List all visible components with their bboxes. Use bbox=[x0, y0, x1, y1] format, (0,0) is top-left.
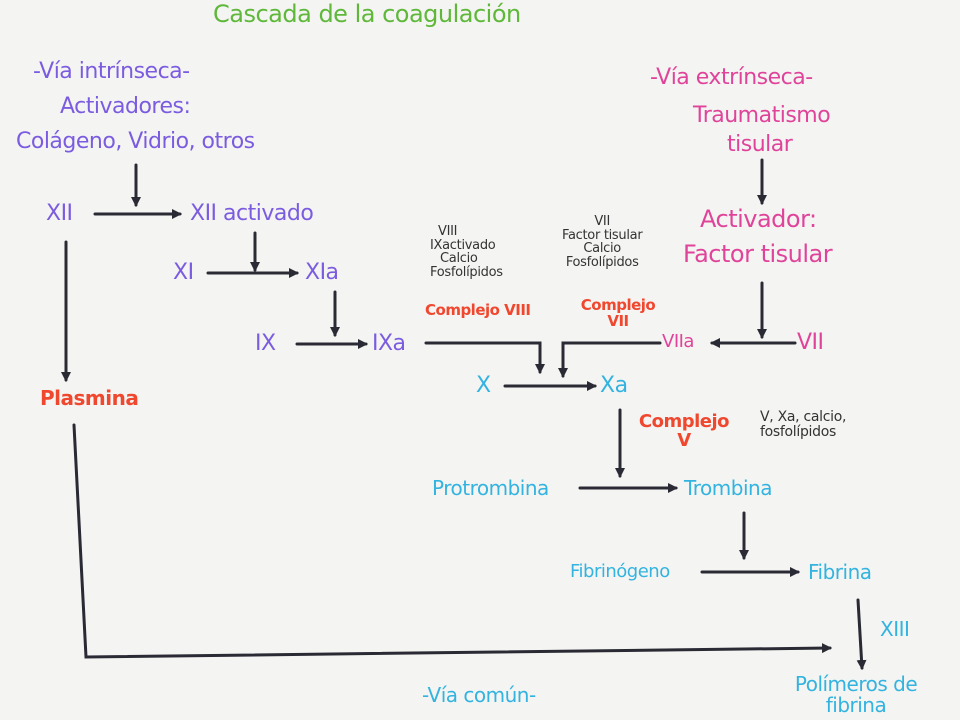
factor-xia: XIa bbox=[305, 260, 339, 285]
fibrin-polymers-line: fibrina bbox=[825, 693, 887, 717]
activators-heading: Activadores: bbox=[60, 94, 191, 119]
plasmin: Plasmina bbox=[40, 386, 139, 410]
factor-ix: IX bbox=[255, 331, 276, 356]
complex-vii-label-line: VII bbox=[607, 311, 629, 330]
prothrombin: Protrombina bbox=[432, 476, 549, 500]
arrow-fibrin-down bbox=[856, 598, 867, 670]
fibrin-polymers-line: Polímeros de bbox=[794, 672, 918, 696]
trauma-line-2: tisular bbox=[727, 132, 793, 157]
complex-viii-note: IXactivado bbox=[430, 237, 496, 253]
trauma-line-1: Traumatismo bbox=[693, 103, 831, 128]
intrinsic-heading: -Vía intrínseca- bbox=[33, 59, 190, 84]
factor-x: X bbox=[476, 373, 491, 398]
arrow-ixa-to-x bbox=[424, 341, 545, 374]
arrow-plasmin-to-polymers bbox=[72, 423, 832, 659]
complex-v-notes: V, Xa, calcio, fosfolípidos bbox=[760, 410, 846, 439]
fibrin: Fibrina bbox=[808, 560, 872, 584]
activators-list: Colágeno, Vidrio, otros bbox=[16, 129, 255, 154]
complex-viii-note: VIII bbox=[438, 224, 458, 239]
factor-xa: Xa bbox=[600, 373, 628, 398]
complex-vii-note: Factor tisular bbox=[562, 227, 643, 243]
complex-vii-notes: VII Factor tisular Calcio Fosfolípidos bbox=[562, 214, 643, 270]
complex-viii-label: Complejo VIII bbox=[425, 301, 531, 319]
fibrinogen: Fibrinógeno bbox=[570, 561, 670, 582]
complex-v-note: fosfolípidos bbox=[760, 423, 836, 440]
factor-viia: VIIa bbox=[662, 331, 694, 352]
complex-vii-note: Fosfolípidos bbox=[565, 254, 639, 270]
extrinsic-heading: -Vía extrínseca- bbox=[650, 65, 813, 90]
complex-viii-note: Calcio bbox=[440, 251, 478, 267]
factor-ixa: IXa bbox=[372, 331, 406, 356]
complex-v-label: Complejo V bbox=[628, 411, 740, 451]
factor-xiii: XIII bbox=[880, 617, 910, 641]
factor-xii: XII bbox=[46, 201, 73, 226]
thrombin: Trombina bbox=[684, 476, 772, 500]
complex-viii-note: Fosfolípidos bbox=[430, 264, 503, 280]
factor-xi: XI bbox=[173, 260, 194, 285]
page-title: Cascada de la coagulación bbox=[213, 0, 521, 28]
common-heading: -Vía común- bbox=[422, 683, 536, 707]
factor-vii: VII bbox=[797, 330, 824, 355]
complex-viii-notes: VIII IXactivado Calcio Fosfolípidos bbox=[430, 225, 503, 280]
complex-v-note: V, Xa, calcio, bbox=[760, 409, 847, 425]
complex-v-label-line: V bbox=[677, 429, 691, 451]
complex-v-label-line: Complejo bbox=[638, 411, 730, 432]
fibrin-polymers: Polímeros de fibrina bbox=[776, 674, 936, 716]
arrow-viia-to-x bbox=[558, 341, 662, 378]
factor-xii-activated: XII activado bbox=[190, 201, 314, 226]
complex-vii-note: Calcio bbox=[583, 241, 621, 257]
complex-vii-label: Complejo VII bbox=[575, 296, 661, 330]
activator-factor: Factor tisular bbox=[683, 240, 833, 268]
complex-vii-label-line: Complejo bbox=[580, 296, 656, 314]
activator-heading: Activador: bbox=[700, 205, 817, 233]
complex-vii-note: VII bbox=[594, 214, 611, 229]
